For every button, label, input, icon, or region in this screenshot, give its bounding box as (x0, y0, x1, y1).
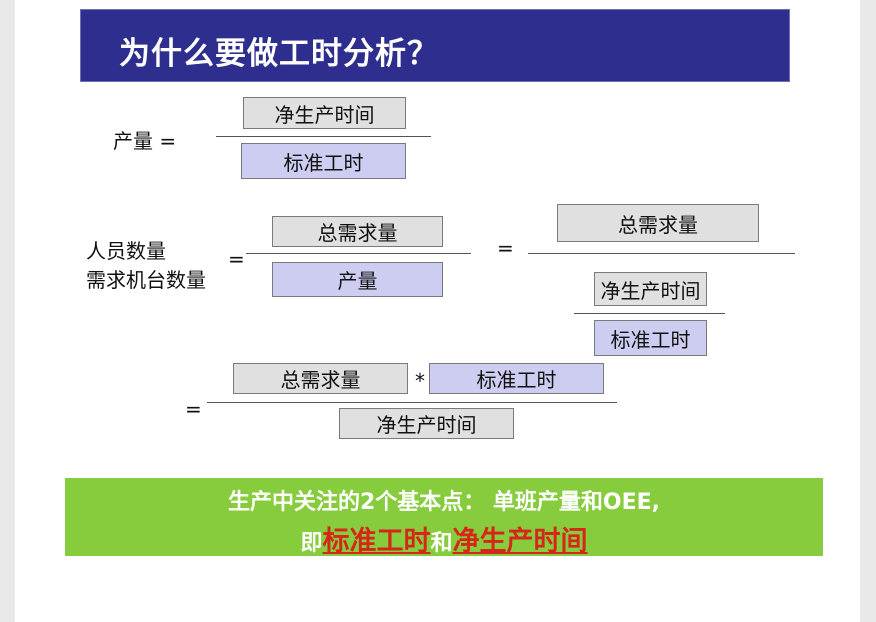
formula2-sub-fraction-line (574, 313, 725, 314)
formula2-fraction-line (246, 253, 471, 254)
formula3-fraction-line (207, 402, 617, 403)
formula2-sub-denominator-box: 标准工时 (594, 320, 707, 356)
slide-title: 为什么要做工时分析？ (119, 36, 439, 72)
formula2-sub-numerator-box: 净生产时间 (594, 272, 707, 306)
formula3-equals: = (185, 397, 202, 421)
banner-prefix: 即 (300, 531, 323, 556)
formula3-factor1-box: 总需求量 (233, 363, 408, 394)
formula3-times: * (415, 369, 425, 393)
formula1-denominator-box: 标准工时 (241, 143, 406, 179)
formula2-main-fraction-line (528, 253, 795, 254)
slide: 为什么要做工时分析？ 产量 = 净生产时间 标准工时 人员数量 需求机台数量 =… (15, 0, 860, 622)
formula3-denominator-box: 净生产时间 (339, 408, 514, 439)
key-points-banner: 生产中关注的2个基本点： 单班产量和OEE, 即标准工时和净生产时间 (65, 478, 823, 558)
formula2-equals-2: = (497, 236, 514, 260)
formula1-label: 产量 = (113, 129, 177, 153)
formula1-fraction-line (216, 136, 431, 137)
banner-line2: 即标准工时和净生产时间 (65, 519, 823, 558)
highlight-net-production-time: 净生产时间 (452, 526, 588, 557)
formula2-label-line1: 人员数量 (86, 239, 166, 263)
formula1-numerator-box: 净生产时间 (243, 97, 406, 129)
banner-connector: 和 (430, 531, 453, 556)
banner-line1: 生产中关注的2个基本点： 单班产量和OEE, (227, 490, 661, 515)
formula3-factor2-box: 标准工时 (429, 363, 604, 394)
formula2-label-line2: 需求机台数量 (86, 268, 206, 292)
title-bar: 为什么要做工时分析？ (80, 9, 790, 82)
formula2-equals-1: = (228, 247, 245, 271)
formula2-numerator2-box: 总需求量 (557, 204, 759, 242)
formula2-denominator-box: 产量 (272, 262, 443, 297)
formula2-numerator-box: 总需求量 (272, 216, 443, 247)
highlight-standard-hours: 标准工时 (322, 526, 431, 557)
